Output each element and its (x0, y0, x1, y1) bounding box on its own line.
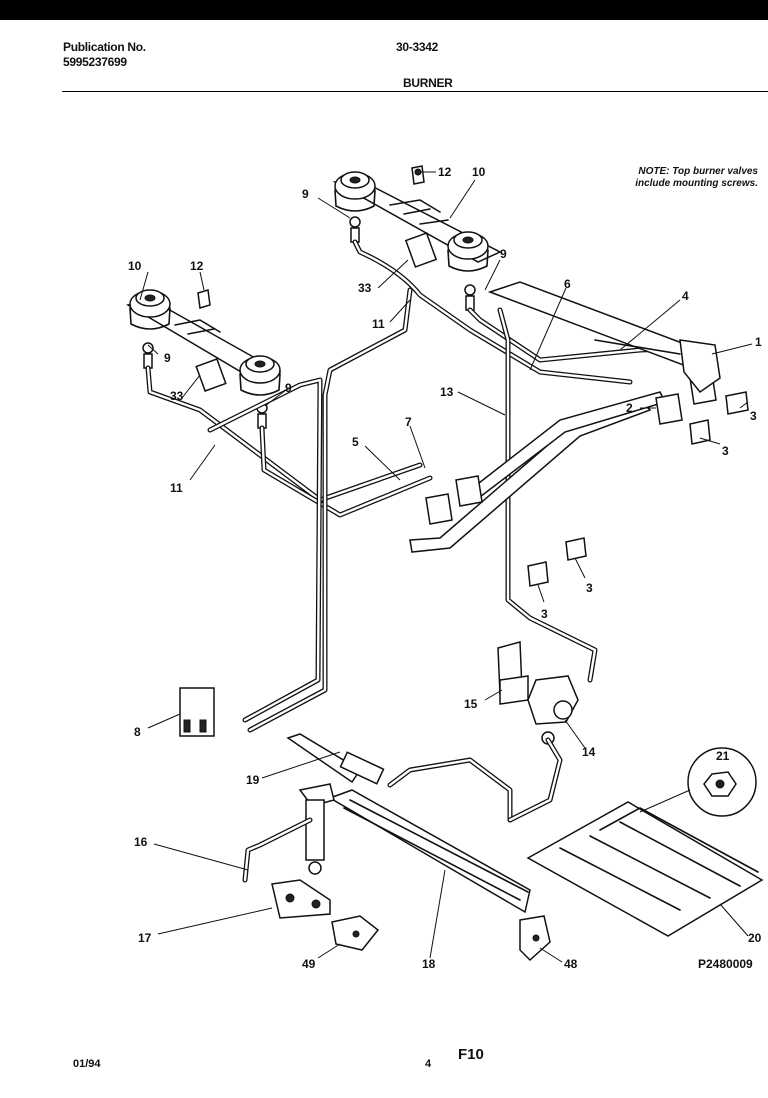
callout-49: 49 (302, 957, 316, 971)
pressure-regulator (497, 641, 579, 745)
callout-7: 7 (405, 415, 412, 429)
callout-16: 16 (134, 835, 148, 849)
callout-11-left: 11 (170, 481, 183, 495)
baffle-20 (526, 801, 764, 937)
left-burner-head-rear (129, 289, 171, 330)
callout-1: 1 (755, 335, 762, 349)
clip-12-left (197, 289, 211, 309)
top-black-band (0, 0, 768, 20)
callout-8: 8 (134, 725, 141, 739)
orifice-9-right (349, 216, 476, 311)
callout-10-right: 10 (472, 165, 486, 179)
publication-number: 5995237699 (63, 55, 127, 69)
right-burner-head-front (447, 231, 489, 272)
callout-9-left-front: 9 (285, 381, 292, 395)
callout-21: 21 (716, 749, 730, 763)
figure-code: P2480009 (698, 957, 753, 971)
manifold-pipe (409, 391, 667, 553)
callout-18: 18 (422, 957, 436, 971)
clip-12-right (411, 165, 425, 185)
bracket-17 (271, 879, 331, 919)
callout-10-left: 10 (128, 259, 142, 273)
footer-figure: F10 (458, 1046, 484, 1063)
brackets-49-48 (331, 915, 551, 962)
callout-33-right: 33 (358, 281, 372, 295)
callout-19: 19 (246, 773, 260, 787)
callout-48: 48 (564, 957, 578, 971)
callout-15: 15 (464, 697, 478, 711)
ignitor-19 (286, 733, 385, 785)
callout-3-right: 3 (722, 444, 729, 458)
callout-labels: 12 10 9 10 12 9 33 6 4 11 1 9 33 9 13 2 … (128, 165, 762, 971)
burner-valve-note: NOTE: Top burner valves include mounting… (596, 166, 758, 190)
right-burner-head-rear (334, 171, 376, 212)
nut-21 (687, 747, 757, 817)
leader-lines (139, 171, 753, 963)
callout-9-left-rear: 9 (164, 351, 171, 365)
note-line-2: include mounting screws. (635, 178, 758, 189)
header-rule (62, 91, 768, 92)
section-title: BURNER (403, 76, 453, 90)
callout-3-middle: 3 (586, 581, 593, 595)
callout-13: 13 (440, 385, 454, 399)
callout-33-left: 33 (170, 389, 184, 403)
connector-8 (179, 687, 215, 737)
callout-17: 17 (138, 931, 152, 945)
callout-14: 14 (582, 745, 596, 759)
callout-11-right: 11 (372, 317, 385, 331)
model-number: 30-3342 (396, 40, 438, 54)
thermostat-bulb-16 (242, 783, 335, 883)
callout-9-right-rear: 9 (302, 187, 309, 201)
burner-valves (425, 373, 749, 587)
callout-3-lower: 3 (541, 607, 548, 621)
callout-4: 4 (682, 289, 689, 303)
left-burner-head-front (239, 355, 281, 396)
callout-9-right-front: 9 (500, 247, 507, 261)
top-manifold-frame (487, 281, 721, 394)
callout-5: 5 (352, 435, 359, 449)
oven-burner-tube (328, 737, 563, 914)
callout-3-top-right: 3 (750, 409, 757, 423)
publication-label: Publication No. (63, 40, 146, 54)
callout-2: 2 (626, 401, 633, 415)
footer-date: 01/94 (73, 1058, 101, 1070)
callout-12-right: 12 (438, 165, 452, 179)
callout-12-left: 12 (190, 259, 204, 273)
callout-6: 6 (564, 277, 571, 291)
note-line-1: NOTE: Top burner valves (638, 166, 758, 177)
footer-page: 4 (425, 1058, 432, 1070)
callout-20: 20 (748, 931, 762, 945)
